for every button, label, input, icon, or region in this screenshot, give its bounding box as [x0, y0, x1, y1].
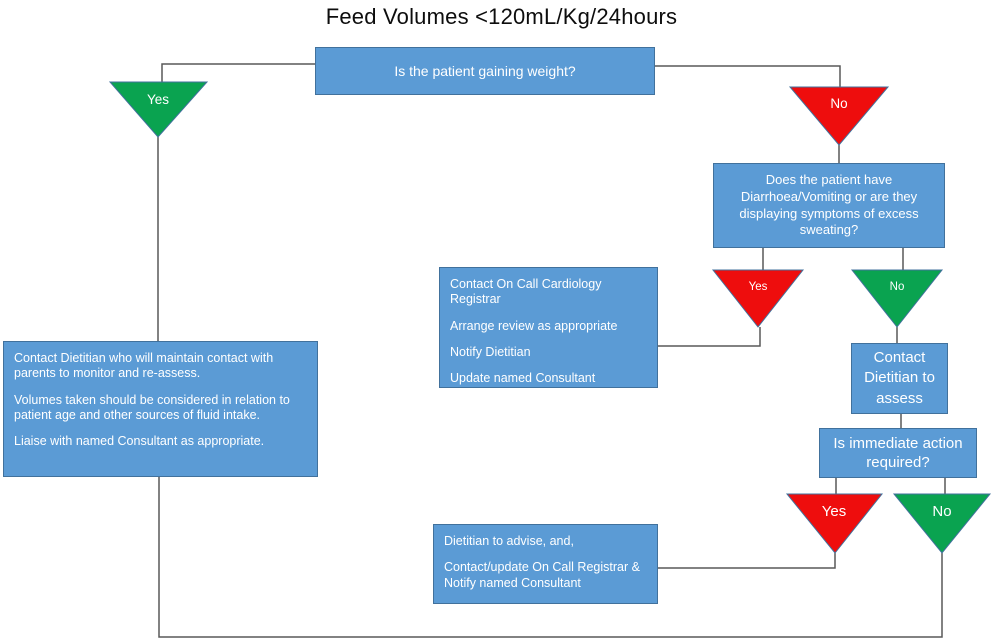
- triangle-mid-yes-shape: [711, 269, 805, 328]
- node-gaining-weight-text: Is the patient gaining weight?: [394, 63, 576, 79]
- page-title: Feed Volumes <120mL/Kg/24hours: [325, 4, 678, 29]
- connector-yes-to-cardiology: [658, 327, 761, 347]
- connector-weight-to-no: [655, 65, 841, 87]
- monitor-line: Volumes taken should be considered in re…: [14, 392, 290, 422]
- cardiology-line: Arrange review as appropriate: [450, 318, 618, 333]
- node-cardiology-actions: Contact On Call Cardiology Registrar Arr…: [439, 267, 658, 388]
- advise-line: Dietitian to advise, and,: [444, 534, 574, 548]
- triangle-bottom-yes: Yes: [785, 493, 884, 554]
- node-immediate-action: Is immediate action required?: [819, 428, 977, 478]
- node-dietitian-advise: Dietitian to advise, and, Contact/update…: [433, 524, 658, 604]
- cardiology-line: Notify Dietitian: [450, 344, 531, 359]
- triangle-top-no: No: [788, 86, 890, 146]
- triangle-mid-no-shape: [850, 269, 944, 328]
- cardiology-line: Update named Consultant: [450, 371, 596, 385]
- node-diarrhoea-vomiting-text: Does the patient have Diarrhoea/Vomiting…: [739, 171, 919, 238]
- triangle-mid-no: No: [850, 269, 944, 328]
- triangle-bottom-no-shape: [892, 493, 992, 554]
- triangle-bottom-yes-label: Yes: [822, 503, 846, 520]
- connector-weight-to-yes: [161, 63, 315, 82]
- node-monitor-reassess: Contact Dietitian who will maintain cont…: [3, 341, 318, 477]
- cardiology-line: Contact On Call Cardiology Registrar: [450, 277, 602, 307]
- triangle-top-yes: Yes: [108, 81, 209, 138]
- node-immediate-action-text: Is immediate action required?: [833, 434, 963, 472]
- node-dietitian-assess: Contact Dietitian to assess: [851, 343, 948, 414]
- triangle-mid-no-label: No: [890, 281, 905, 293]
- triangle-bottom-no-label: No: [932, 503, 951, 520]
- connector-no-loop-to-monitor: [158, 477, 943, 638]
- connector-yes-to-advise: [658, 553, 836, 569]
- triangle-top-yes-label: Yes: [147, 92, 169, 107]
- triangle-top-no-label: No: [830, 96, 847, 111]
- triangle-top-no-shape: [788, 86, 890, 146]
- node-dietitian-assess-text: Contact Dietitian to assess: [864, 349, 935, 407]
- triangle-top-yes-shape: [108, 81, 209, 138]
- monitor-line: Contact Dietitian who will maintain cont…: [14, 351, 274, 381]
- node-diarrhoea-vomiting: Does the patient have Diarrhoea/Vomiting…: [713, 163, 945, 248]
- triangle-bottom-no: No: [892, 493, 992, 554]
- triangle-mid-yes: Yes: [711, 269, 805, 328]
- node-gaining-weight: Is the patient gaining weight?: [315, 47, 655, 95]
- advise-line: Contact/update On Call Registrar & Notif…: [444, 560, 640, 590]
- triangle-bottom-yes-shape: [785, 493, 884, 554]
- monitor-line: Liaise with named Consultant as appropri…: [14, 434, 265, 448]
- triangle-mid-yes-label: Yes: [749, 281, 768, 293]
